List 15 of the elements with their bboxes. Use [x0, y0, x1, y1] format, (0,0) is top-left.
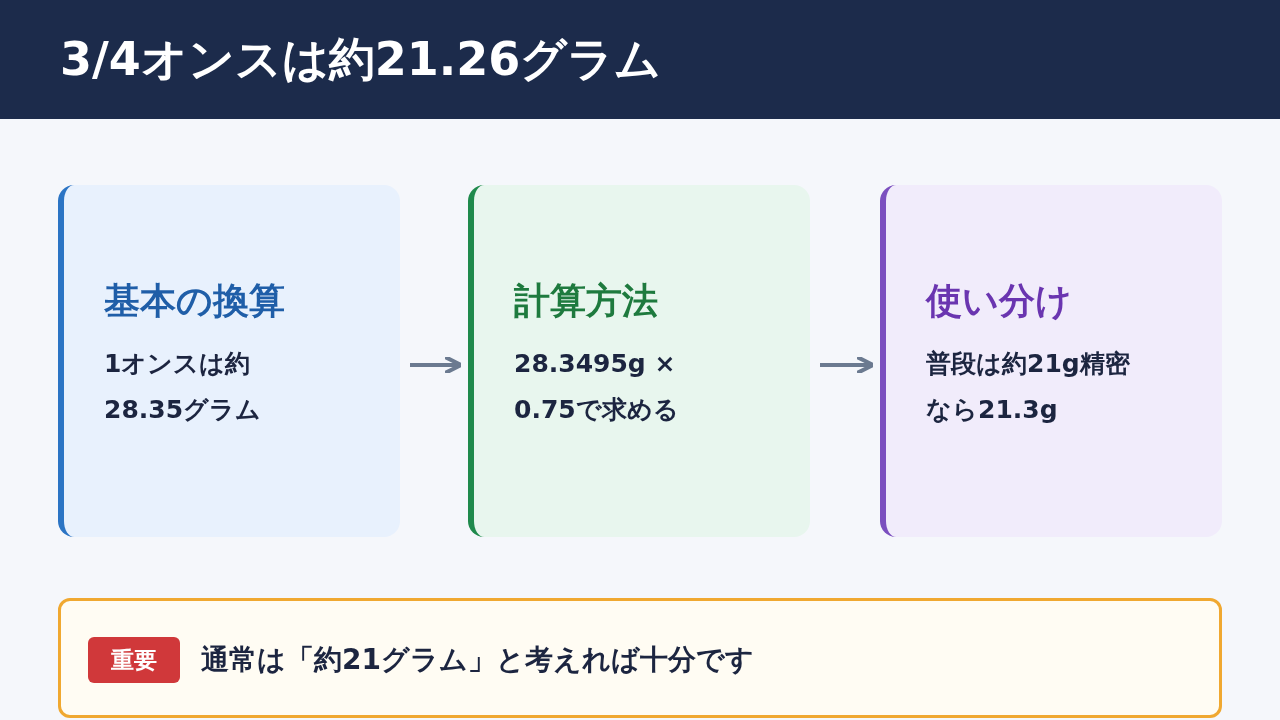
info-card: [468, 185, 810, 537]
card-heading: 基本の換算: [104, 279, 286, 323]
title: 3/4オンスは約21.26グラム: [60, 31, 662, 88]
note-text: 通常は「約21グラム」と考えれば十分です: [201, 642, 754, 678]
info-card: [58, 185, 400, 537]
card-heading: 計算方法: [514, 279, 659, 323]
badge: 重要: [88, 637, 180, 683]
arrow: [820, 355, 876, 375]
card-text: 1オンスは約28.35グラム: [104, 348, 263, 426]
arrow: [410, 355, 464, 375]
info-card: [880, 185, 1222, 537]
card-heading: 使い分け: [926, 279, 1073, 323]
card-text: 28.3495g × 0.75で求める: [514, 348, 680, 426]
card-text: 普段は約21g精密なら21.3g: [926, 348, 1131, 426]
note-box: [58, 598, 1222, 718]
